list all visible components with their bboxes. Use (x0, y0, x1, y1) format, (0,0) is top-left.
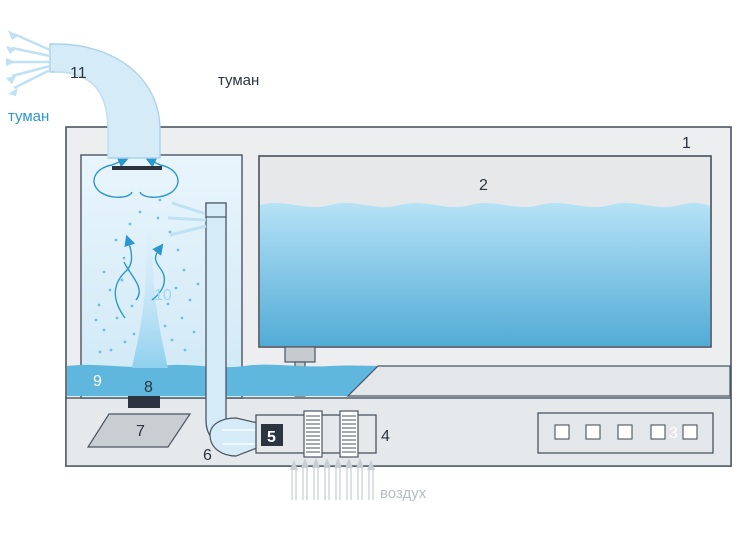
label-9: 9 (93, 373, 102, 390)
air-label: воздух (380, 485, 427, 502)
driver-board (86, 413, 192, 448)
tank-valve (284, 346, 316, 363)
ramp (346, 365, 731, 397)
panel-button-3 (617, 424, 633, 440)
fog-top-label: туман (218, 72, 259, 89)
label-11: 11 (70, 65, 87, 82)
tank-water (260, 202, 710, 346)
panel-button-1 (554, 424, 570, 440)
label-4: 4 (381, 428, 390, 445)
fog-emission (11, 32, 51, 90)
panel-button-4 (650, 424, 666, 440)
label-3: 3 (669, 425, 678, 442)
label-7: 7 (136, 423, 145, 440)
label-2: 2 (479, 177, 488, 194)
fan-grille-2 (339, 410, 359, 458)
circulation-arrows (114, 234, 166, 319)
droplets (94, 198, 200, 354)
label-5: 5 (267, 429, 276, 446)
deflector-plate (112, 166, 162, 170)
fan-grille-1 (303, 410, 323, 458)
pipe-outlet-fog (167, 201, 207, 237)
fog-left-label: туман (8, 108, 49, 125)
label-1: 1 (682, 135, 691, 152)
label-8: 8 (144, 379, 153, 396)
pipe-elbow (209, 417, 263, 457)
panel-button-5 (682, 424, 698, 440)
label-6: 6 (203, 447, 212, 464)
top-flow-arrows (93, 156, 179, 198)
mist-plume (132, 230, 168, 368)
fan-motor (261, 424, 283, 446)
panel-button-2 (585, 424, 601, 440)
air-intake-arrows (291, 466, 374, 500)
transducer (128, 396, 160, 408)
label-10: 10 (154, 287, 172, 304)
